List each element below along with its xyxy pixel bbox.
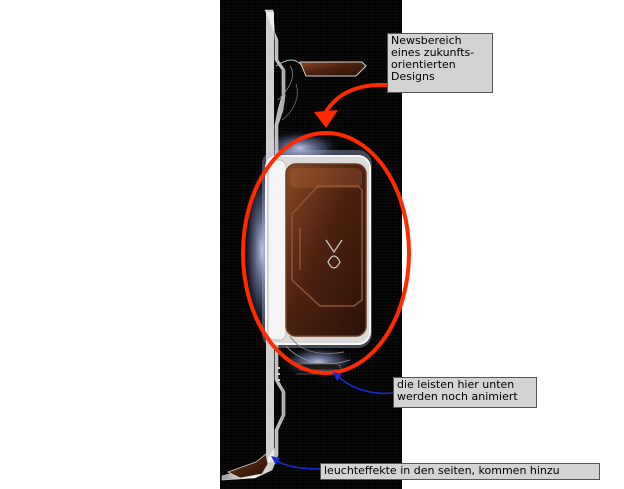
- red-arrow-line: [324, 82, 389, 114]
- news-brown-panel: [285, 163, 367, 337]
- glow-effects-annotation: leuchteffekte in den seiten, kommen hinz…: [320, 463, 600, 480]
- news-panel-emblem: [325, 239, 343, 269]
- bars-animated-annotation: die leisten hier unten werden noch animi…: [393, 377, 537, 408]
- blue-arrow-head: [333, 372, 342, 381]
- top-connector: [275, 59, 303, 67]
- news-housing-left-bar: [267, 159, 287, 341]
- blue-arrow-glow-line: [275, 459, 321, 470]
- blue-arrow-glow-head: [271, 456, 280, 465]
- news-panel-chevron: [291, 185, 363, 307]
- highlight-ellipse: [241, 131, 411, 375]
- blue-arrow-line: [337, 375, 394, 395]
- bottom-brown-corner: [226, 453, 269, 479]
- red-arrow-head: [314, 110, 338, 128]
- metal-rail: [221, 9, 286, 481]
- news-area-annotation: Newsbereich eines zukunfts- orientierten…: [387, 33, 493, 93]
- top-brown-tab: [299, 61, 367, 77]
